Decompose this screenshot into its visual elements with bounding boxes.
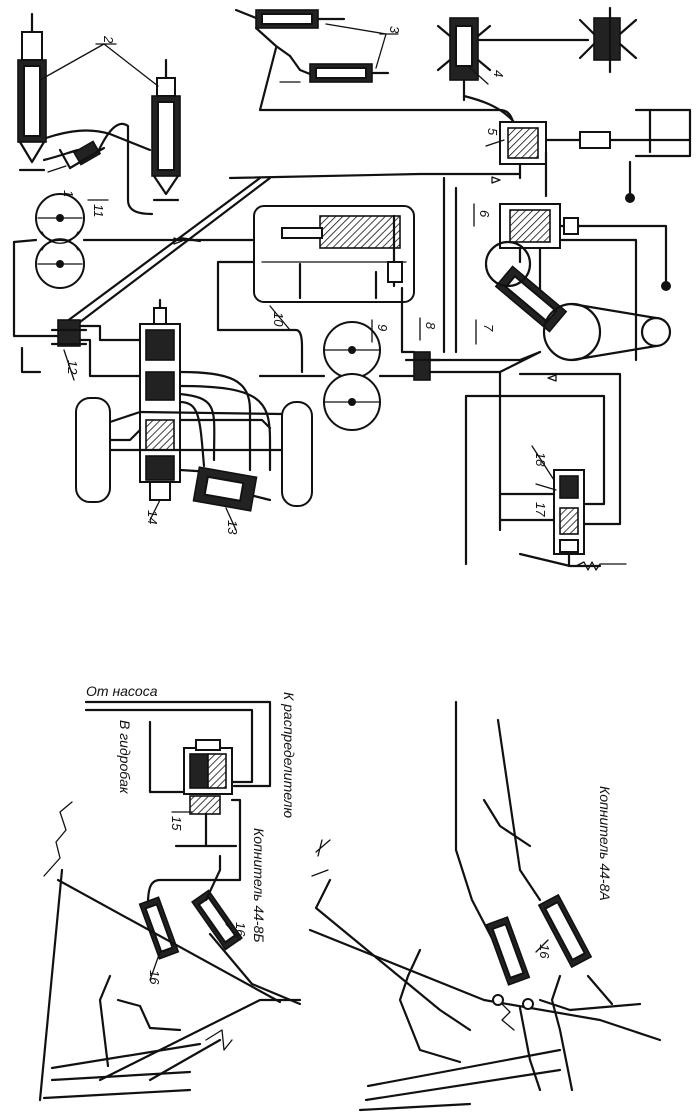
label-6: 6 [477, 210, 492, 218]
valve-8 [404, 351, 442, 381]
label-8: 8 [423, 322, 438, 330]
label-10: 10 [271, 312, 286, 327]
callout-labels: 1 2 3 4 5 6 7 8 9 10 11 12 13 14 15 [39, 23, 557, 985]
distributor-6 [499, 203, 671, 291]
label-2: 2 [101, 35, 116, 44]
label-1: 1 [61, 190, 76, 197]
lift-cylinder-left [17, 12, 47, 172]
label-16-middle: 16 [233, 922, 248, 937]
lift-cylinder-right [151, 58, 181, 202]
label-16-left: 16 [147, 970, 162, 985]
label-9: 9 [375, 324, 390, 331]
clutch-assembly-4 [436, 6, 638, 102]
cylinder-16-a-right [537, 893, 593, 969]
cylinder-16-a-left [485, 916, 531, 986]
label-4: 4 [491, 70, 506, 77]
steering-distributor-14 [139, 298, 181, 501]
distributor-5 [499, 108, 692, 203]
label-11: 11 [91, 204, 106, 218]
label-17: 17 [533, 502, 548, 517]
label-16-right: 16 [537, 944, 552, 959]
label-13: 13 [225, 520, 240, 535]
kopnitel-a-diagram [308, 700, 662, 1112]
label-5: 5 [485, 128, 500, 136]
oil-tank-10 [253, 205, 415, 303]
captions: От насоса К распределителю В гидробак Ко… [86, 683, 613, 943]
steering-cylinder-13 [192, 466, 272, 512]
gear-pump-11 [35, 193, 85, 289]
valve-15 [183, 739, 233, 848]
valve-1 [58, 140, 106, 170]
label-7: 7 [481, 324, 496, 332]
caption-kopnitel-a: Копнитель 44-8А [597, 786, 613, 901]
label-18: 18 [533, 452, 548, 467]
cylinder-7 [494, 265, 568, 333]
caption-to-hydrotank: В гидробак [117, 720, 133, 795]
label-3: 3 [387, 26, 402, 34]
label-12: 12 [65, 360, 80, 375]
front-axle [75, 397, 313, 507]
cylinder-3 [234, 8, 390, 83]
top-schematic [12, 6, 692, 571]
kopnitel-b-diagram [38, 700, 302, 1102]
label-14: 14 [145, 510, 160, 524]
valve-12 [50, 319, 88, 347]
cylinder-16-right [191, 889, 243, 951]
caption-kopnitel-b: Копнитель 44-8Б [251, 828, 267, 943]
gear-pump-9 [323, 321, 381, 431]
valve-17-18 [553, 469, 585, 568]
label-15: 15 [169, 816, 184, 831]
caption-to-distributor: К распределителю [281, 692, 297, 818]
caption-from-pump: От насоса [86, 683, 158, 699]
